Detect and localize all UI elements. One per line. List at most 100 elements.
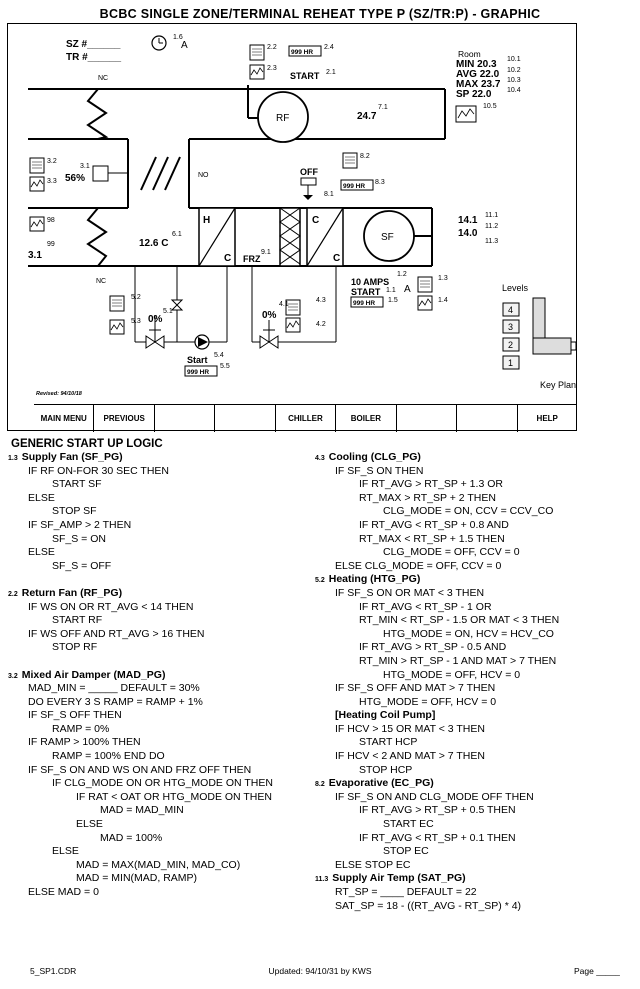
return-fan[interactable] bbox=[247, 85, 309, 143]
logic-line: IF SF_S ON AND CLG_MODE OFF THEN bbox=[315, 791, 559, 805]
logic-text: MAD_MIN = _____ DEFAULT = 30% bbox=[28, 682, 200, 695]
pump-start[interactable]: Start bbox=[187, 355, 208, 365]
logic-text: Cooling (CLG_PG) bbox=[328, 451, 421, 463]
logic-ref: 1.3 bbox=[8, 455, 18, 462]
logic-text: START SF bbox=[52, 478, 102, 491]
menu-previous[interactable]: PREVIOUS bbox=[94, 405, 155, 432]
logic-line: RT_MAX > RT_SP + 2 THEN bbox=[315, 492, 559, 506]
level-button-3[interactable] bbox=[502, 319, 520, 334]
logic-line: MAD = MAX(MAD_MIN, MAD_CO) bbox=[8, 859, 273, 873]
logic-line: MAD = 100% bbox=[8, 832, 273, 846]
nc-top: NC bbox=[98, 75, 108, 82]
logic-text: IF WS ON OR RT_AVG < 14 THEN bbox=[28, 600, 194, 613]
clock-icon[interactable] bbox=[151, 35, 167, 51]
logic-line: IF RF ON-FOR 30 SEC THEN bbox=[8, 465, 273, 479]
sf-start[interactable]: START bbox=[351, 287, 381, 297]
rf-start[interactable]: START bbox=[290, 71, 320, 81]
logic-line: RT_MAX < RT_SP + 1.5 THEN bbox=[315, 533, 559, 547]
room-setpoint[interactable]: SP 22.0 bbox=[456, 89, 492, 100]
supply-fan[interactable] bbox=[363, 210, 432, 262]
logic-line: IF RT_AVG < RT_SP + 0.1 THEN bbox=[315, 832, 559, 846]
system-schematic: RF SF H C C C bbox=[28, 34, 577, 397]
ref-10-5: 10.5 bbox=[483, 103, 497, 110]
logic-line: CLG_MODE = ON, CCV = CCV_CO bbox=[315, 505, 559, 519]
footer-page: Page _____ bbox=[574, 966, 620, 976]
evap-cooler-indicator[interactable] bbox=[300, 177, 317, 186]
logic-text: MAD = MAD_MIN bbox=[100, 804, 184, 817]
rf-hours: 999 HR bbox=[291, 49, 313, 56]
heating-coil-h: H bbox=[203, 215, 210, 226]
menu-blank-1[interactable] bbox=[155, 405, 216, 432]
logic-line: IF RAMP > 100% THEN bbox=[8, 736, 273, 750]
heating-3way-valve[interactable] bbox=[170, 299, 184, 311]
logic-line: RT_SP = ____ DEFAULT = 22 bbox=[315, 886, 559, 900]
menu-main-menu[interactable]: MAIN MENU bbox=[34, 405, 95, 432]
level-button-1[interactable] bbox=[502, 355, 520, 370]
cooling-coil-c-bottom: C bbox=[333, 253, 340, 264]
ec-hours: 999 HR bbox=[343, 183, 365, 190]
levels-label: Levels bbox=[502, 283, 529, 293]
ref-3-2: 3.2 bbox=[47, 158, 57, 165]
ec-status[interactable]: OFF bbox=[300, 167, 318, 177]
damper-actuator[interactable] bbox=[92, 165, 109, 182]
heating-coil-pump[interactable] bbox=[194, 334, 210, 350]
heating-coil-c: C bbox=[224, 253, 231, 264]
logic-line: ELSE CLG_MODE = OFF, CCV = 0 bbox=[315, 560, 559, 574]
level-buttons bbox=[502, 302, 520, 370]
menu-help[interactable]: HELP bbox=[536, 414, 558, 423]
logic-text: DO EVERY 3 S RAMP = RAMP + 1% bbox=[28, 695, 203, 708]
exhaust-damper[interactable] bbox=[86, 88, 109, 140]
outdoor-air-damper[interactable] bbox=[86, 207, 108, 267]
ref-99: 99 bbox=[47, 241, 55, 248]
ref-2-1: 2.1 bbox=[326, 69, 336, 76]
menu-blank-3[interactable] bbox=[397, 405, 458, 432]
logic-text: [Heating Coil Pump] bbox=[335, 709, 436, 722]
key-plan-drawing bbox=[532, 297, 577, 355]
cooling-valve-position: 0% bbox=[262, 310, 277, 321]
clock-unit: A bbox=[181, 40, 188, 51]
revised-date: Revised: 94/10/18 bbox=[36, 391, 83, 397]
tr-label[interactable]: TR #______ bbox=[66, 52, 121, 63]
logic-text: Supply Fan (SF_PG) bbox=[21, 451, 123, 463]
ref-11-2: 11.2 bbox=[485, 223, 498, 230]
frz-label: FRZ bbox=[243, 254, 261, 264]
logic-text: ELSE STOP EC bbox=[335, 858, 411, 871]
logic-line: IF SF_AMP > 2 THEN bbox=[8, 519, 273, 533]
sz-label[interactable]: SZ #______ bbox=[66, 39, 121, 50]
heating-coil[interactable] bbox=[198, 207, 236, 267]
logic-line: START HCP bbox=[315, 736, 559, 750]
logic-text: IF WS OFF AND RT_AVG > 16 THEN bbox=[28, 627, 205, 640]
ref-10-4: 10.4 bbox=[507, 87, 521, 94]
logic-text: Evaporative (EC_PG) bbox=[328, 777, 434, 790]
logic-line: IF SF_S ON AND WS ON AND FRZ OFF THEN bbox=[8, 764, 273, 778]
ref-4-1: 4.1 bbox=[279, 301, 289, 308]
logic-ref: 11.3 bbox=[315, 876, 329, 884]
menu-blank-2[interactable] bbox=[215, 405, 276, 432]
logic-text: STOP SF bbox=[52, 505, 97, 518]
logic-line: MAD = MAD_MIN bbox=[8, 804, 273, 818]
logic-text: ELSE bbox=[28, 546, 55, 559]
cooling-valve[interactable] bbox=[259, 329, 279, 349]
logic-line: IF CLG_MODE ON OR HTG_MODE ON THEN bbox=[8, 777, 273, 791]
logic-text: RT_MIN < RT_SP - 1.5 OR MAT < 3 THEN bbox=[359, 614, 560, 627]
cooling-coil[interactable] bbox=[306, 207, 344, 267]
level-button-2[interactable] bbox=[502, 337, 520, 352]
logic-line: START EC bbox=[315, 818, 559, 832]
logic-line: DO EVERY 3 S RAMP = RAMP + 1% bbox=[8, 696, 273, 710]
logic-line: IF RT_AVG < RT_SP - 1 OR bbox=[315, 601, 559, 615]
logic-line: STOP EC bbox=[315, 845, 559, 859]
logic-text: IF SF_S OFF AND MAT > 7 THEN bbox=[335, 682, 496, 695]
level-button-4[interactable] bbox=[502, 302, 520, 317]
logic-line: START RF bbox=[8, 614, 273, 628]
mixed-air-damper[interactable] bbox=[140, 156, 181, 191]
menu-boiler[interactable]: BOILER bbox=[336, 405, 397, 432]
menu-chiller[interactable]: CHILLER bbox=[276, 405, 337, 432]
heating-valve[interactable] bbox=[145, 329, 165, 349]
menu-blank-4[interactable] bbox=[457, 405, 518, 432]
logic-text: ELSE bbox=[28, 491, 55, 504]
ref-8-2: 8.2 bbox=[360, 153, 370, 160]
freeze-stat[interactable] bbox=[279, 207, 301, 267]
